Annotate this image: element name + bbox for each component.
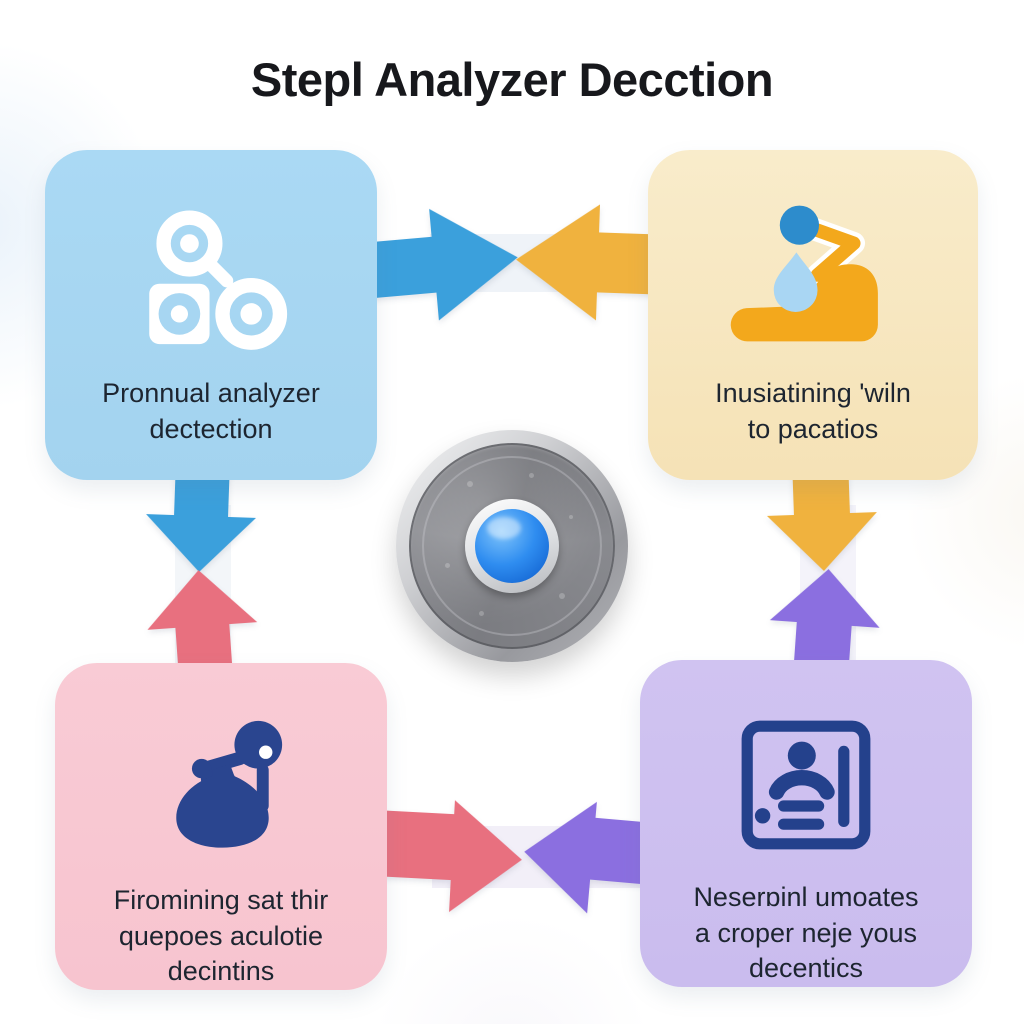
arrow-bottom-pink-right: [376, 800, 522, 913]
step-caption: Firomining sat thir quepoes aculotie dec…: [113, 885, 329, 987]
arrow-right-purple-up: [769, 569, 880, 672]
arrow-left-pink-up: [147, 570, 258, 674]
blue-button: [475, 509, 549, 583]
step-caption: Pronnual analyzer dectection: [102, 378, 320, 444]
magnifier-discs-icon: [132, 194, 290, 362]
metallic-dial: [396, 430, 628, 662]
dial-face: [409, 443, 615, 649]
step-card-neserwinl: Neserɒinl umoates a croper neje yous dec…: [640, 660, 972, 987]
dial-button-ring: [465, 499, 559, 593]
step-card-pronnual-analyzer: Pronnual analyzer dectection: [45, 150, 377, 480]
arrow-bottom-purple-left: [524, 801, 652, 914]
arrow-right-yellow-down: [766, 461, 877, 571]
dial-inner-ring: [422, 456, 602, 636]
step-card-firomining: Firomining sat thir quepoes aculotie dec…: [55, 663, 387, 990]
sack-inspector-icon: [139, 707, 303, 869]
step-card-inusiatining: Inusiatining 'wiln to pacatios: [648, 150, 978, 480]
arrow-top-blue-right: [363, 208, 518, 321]
arrow-left-blue-down: [146, 461, 257, 572]
profile-card-icon: [736, 704, 876, 866]
step-caption: Neserɒinl umoates a croper neje yous dec…: [693, 882, 919, 984]
pouring-arm-icon: [730, 194, 896, 362]
step-caption: Inusiatining 'wiln to pacatios: [715, 378, 911, 444]
arrow-top-yellow-left: [516, 204, 658, 321]
page-title: Stepl Analyzer Decction: [250, 53, 774, 106]
